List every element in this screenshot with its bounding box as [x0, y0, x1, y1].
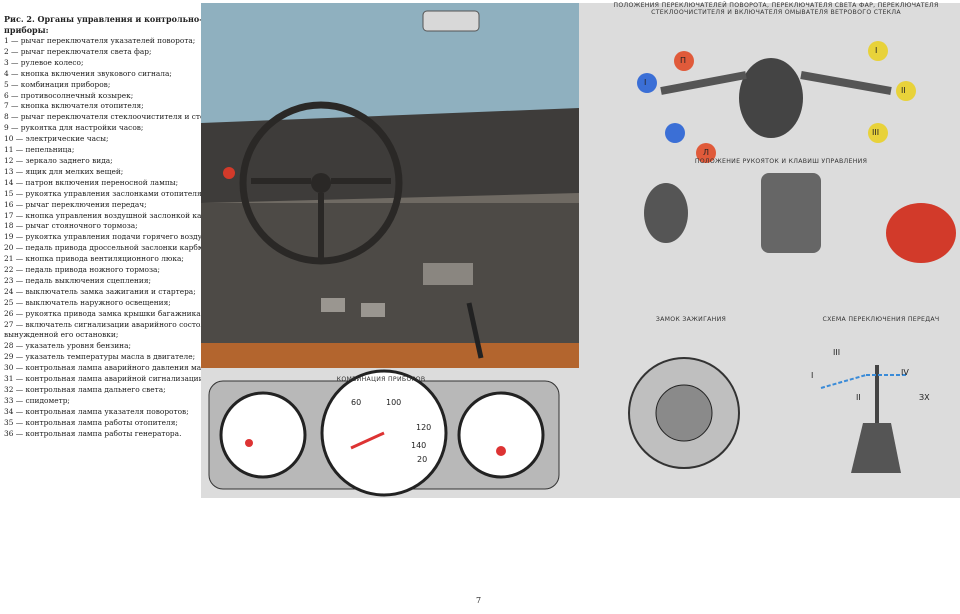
- legend-entry: 36 — контрольная лампа работы генератора…: [4, 428, 182, 438]
- legend-entry: 7 — кнопка включателя отопителя;: [4, 101, 144, 111]
- legend-entry: 29 — указатель температуры масла в двига…: [4, 352, 196, 362]
- steering-column-switch: [739, 58, 803, 138]
- speedo-tick: 60: [351, 398, 362, 407]
- legend-entry: 20 — педаль привода дроссельной заслонки…: [4, 243, 234, 253]
- pos-label: III: [872, 128, 880, 137]
- caption-cluster: КОМБИНАЦИЯ ПРИБОРОВ: [336, 376, 426, 383]
- gear-label: I: [811, 371, 814, 380]
- pos-label: I: [875, 46, 878, 55]
- speedo-tick: 20: [417, 455, 428, 464]
- legend-entry: 10 — электрические часы;: [4, 134, 109, 144]
- hazard-switch: [223, 167, 235, 179]
- legend-entry: 23 — педаль выключения сцепления;: [4, 275, 151, 285]
- speedo-tick: 120: [416, 423, 432, 432]
- legend-entry: 16 — рычаг переключения передач;: [4, 199, 147, 209]
- speedo-tick: 100: [386, 398, 402, 407]
- legend-entry: 35 — контрольная лампа работы отопителя;: [4, 417, 178, 427]
- legend-entry: 2 — рычаг переключателя света фар;: [4, 46, 152, 56]
- legend-entry: 22 — педаль привода ножного тормоза;: [4, 265, 160, 275]
- legend-entry: 15 — рукоятка управления заслонками отоп…: [4, 188, 205, 198]
- legend-title: Рис. 2. Органы управления и контрольно-и…: [4, 14, 278, 35]
- legend-entry: 1 — рычаг переключателя указателей повор…: [4, 36, 196, 45]
- pos-label: П: [680, 56, 687, 65]
- legend-entry: 12 — зеркало заднего вида;: [4, 155, 113, 165]
- caption-ignition: ЗАМОК ЗАЖИГАНИЯ: [655, 316, 727, 323]
- legend-list: 1 — рычаг переключателя указателей повор…: [4, 36, 304, 440]
- legend-entry: 14 — патрон включения переносной лампы;: [4, 177, 179, 187]
- legend-entry: 33 — спидометр;: [4, 395, 70, 405]
- legend-entry: 3 — рулевое колесо;: [4, 57, 84, 67]
- pos-label: I: [644, 78, 647, 87]
- legend-entry: 18 — рычаг стояночного тормоза;: [4, 221, 138, 231]
- legend-entry: 9 — рукоятка для настройки часов;: [4, 123, 144, 133]
- steering-wheel: [239, 101, 403, 265]
- caption-switches: ПОЛОЖЕНИЯ ПЕРЕКЛЮЧАТЕЛЕЙ ПОВОРОТА, ПЕРЕК…: [613, 2, 939, 16]
- legend-entry: 27 — включатель сигнализации аварийного …: [4, 319, 285, 340]
- caption-handles: ПОЛОЖЕНИЕ РУКОЯТОК И КЛАВИШ УПРАВЛЕНИЯ: [694, 158, 868, 165]
- legend-entry: 5 — комбинация приборов;: [4, 79, 111, 89]
- page-number: 7: [476, 596, 482, 605]
- legend-entry: 32 — контрольная лампа дальнего света;: [4, 385, 166, 394]
- gear-label: III: [833, 348, 841, 357]
- legend-entry: 8 — рычаг переключателя стеклоочистителя…: [4, 112, 264, 122]
- legend-entry: 6 — противосолнечный козырек;: [4, 90, 134, 100]
- pos-label: Л: [703, 148, 710, 157]
- legend-entry: 19 — рукоятка управления подачи горячего…: [4, 232, 214, 242]
- legend-entry: 26 — рукоятка привода замка крышки багаж…: [4, 308, 204, 318]
- legend: Рис. 2. Органы управления и контрольно-и…: [4, 14, 304, 440]
- gear-label: IV: [901, 368, 909, 377]
- legend-entry: 24 — выключатель замка зажигания и старт…: [4, 286, 196, 296]
- gear-label: II: [856, 393, 861, 402]
- legend-entry: 13 — ящик для мелких вещей;: [4, 166, 124, 176]
- caption-gears: СХЕМА ПЕРЕКЛЮЧЕНИЯ ПЕРЕДАЧ: [822, 316, 940, 323]
- gear-label: ЗХ: [919, 393, 930, 402]
- figure-panel: ПОЛОЖЕНИЯ ПЕРЕКЛЮЧАТЕЛЕЙ ПОВОРОТА, ПЕРЕК…: [201, 2, 960, 498]
- legend-entry: 31 — контрольная лампа аварийной сигнали…: [4, 374, 245, 384]
- legend-entry: 21 — кнопка привода вентиляционного люка…: [4, 254, 184, 264]
- gear-shifter: [851, 423, 901, 473]
- speedo-tick: 140: [411, 441, 427, 450]
- legend-entry: 11 — пепельница;: [4, 145, 75, 155]
- legend-entry: 34 — контрольная лампа указателя поворот…: [4, 406, 189, 416]
- legend-entry: 4 — кнопка включения звукового сигнала;: [4, 68, 172, 78]
- legend-entry: 30 — контрольная лампа аварийного давлен…: [4, 363, 217, 373]
- figure-illustration: [201, 3, 956, 497]
- pos-label: II: [901, 86, 906, 95]
- legend-entry: 28 — указатель уровня бензина;: [4, 341, 131, 351]
- legend-entry: 17 — кнопка управления воздушной заслонк…: [4, 210, 247, 220]
- legend-entry: 25 — выключатель наружного освещения;: [4, 297, 171, 307]
